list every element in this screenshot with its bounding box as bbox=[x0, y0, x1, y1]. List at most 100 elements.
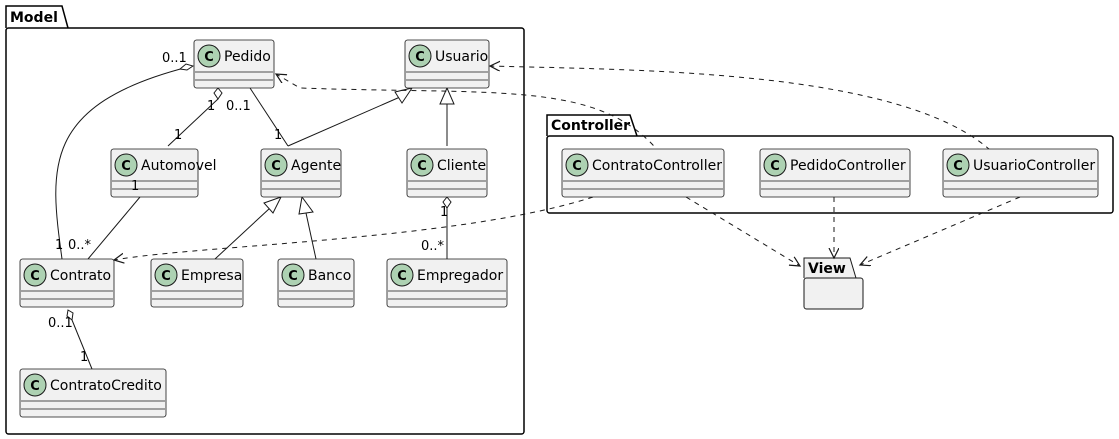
class-stereotype-icon bbox=[281, 263, 305, 287]
class-stereotype-icon bbox=[390, 263, 414, 287]
mult-pedido-agente-agente: 1 bbox=[274, 128, 282, 143]
class-box bbox=[386, 258, 508, 308]
class-name: Pedido bbox=[224, 49, 271, 65]
class-name: Usuario bbox=[435, 49, 488, 65]
class-stereotype-icon bbox=[565, 153, 589, 177]
class-empregador: C Empregador bbox=[386, 258, 508, 308]
mult-automovel-contrato-contrato: 0..* bbox=[68, 238, 92, 253]
package-model: Model bbox=[5, 5, 525, 435]
relationships bbox=[55, 63, 455, 370]
mult-pedido-automovel-pedido: 1 bbox=[207, 99, 215, 114]
mult-pedido-contrato-pedido: 0..1 bbox=[162, 51, 187, 66]
class-stereotype-letter: C bbox=[30, 379, 40, 394]
generalization-triangle bbox=[263, 196, 283, 214]
class-contrato: C Contrato bbox=[19, 258, 115, 308]
class-stereotype-icon bbox=[264, 153, 288, 177]
class-stereotype-icon bbox=[408, 44, 432, 68]
dep-contratocontroller-view bbox=[685, 196, 800, 266]
edge-automovel-contrato bbox=[87, 196, 141, 260]
class-name: Agente bbox=[291, 158, 341, 174]
class-stereotype-letter: C bbox=[30, 269, 40, 284]
edge-empresa-agente bbox=[214, 207, 271, 260]
package-controller-title: Controller bbox=[551, 118, 630, 134]
class-box bbox=[759, 148, 911, 198]
class-stereotype-letter: C bbox=[121, 159, 131, 174]
class-automovel: C Automovel bbox=[110, 148, 217, 198]
edge-pedido-automovel bbox=[167, 98, 219, 147]
class-pedido: C Pedido bbox=[193, 39, 275, 89]
class-usuario: C Usuario bbox=[404, 39, 490, 89]
dep-usuariocontroller-usuario bbox=[490, 66, 991, 151]
dep-contratocontroller-contrato bbox=[114, 196, 594, 260]
class-stereotype-letter: C bbox=[770, 159, 780, 174]
dep-usuariocontroller-view bbox=[860, 196, 1021, 265]
class-name: PedidoController bbox=[790, 158, 906, 174]
mult-pedido-automovel-automovel: 1 bbox=[174, 128, 182, 143]
class-stereotype-letter: C bbox=[397, 269, 407, 284]
class-pedido-controller: C PedidoController bbox=[759, 148, 911, 198]
class-stereotype-icon bbox=[410, 153, 434, 177]
class-name: Cliente bbox=[437, 158, 486, 174]
mult-pedido-contrato-contrato: 1 bbox=[55, 238, 63, 253]
class-name: Automovel bbox=[141, 158, 217, 174]
class-stereotype-letter: C bbox=[288, 269, 298, 284]
class-box bbox=[942, 148, 1099, 198]
mult-automovel-contrato-automovel: 1 bbox=[131, 179, 139, 194]
class-banco: C Banco bbox=[277, 258, 355, 308]
multiplicity-labels: 0..1 1 1 1 0..1 1 1 0..* 1 0..* 0..1 1 bbox=[48, 51, 448, 365]
dep-pedidocontroller-pedido bbox=[276, 74, 661, 154]
class-stereotype-icon bbox=[114, 153, 138, 177]
class-stereotype-icon bbox=[763, 153, 787, 177]
class-stereotype-letter: C bbox=[161, 269, 171, 284]
class-stereotype-letter: C bbox=[572, 159, 582, 174]
aggregation-diamond bbox=[178, 63, 195, 71]
aggregation-diamond bbox=[213, 87, 223, 100]
class-contrato-credito: C ContratoCredito bbox=[19, 368, 167, 418]
class-name: Banco bbox=[308, 268, 351, 284]
class-agente: C Agente bbox=[260, 148, 342, 198]
class-contrato-controller: C ContratoController bbox=[561, 148, 725, 198]
aggregation-diamond bbox=[442, 196, 452, 209]
edge-contrato-credito bbox=[71, 319, 93, 370]
edge-pedido-contrato bbox=[55, 66, 189, 260]
class-stereotype-letter: C bbox=[271, 159, 281, 174]
class-empresa: C Empresa bbox=[150, 258, 244, 308]
class-name: Empresa bbox=[181, 268, 242, 284]
package-view-title: View bbox=[808, 261, 846, 277]
class-stereotype-icon bbox=[197, 44, 221, 68]
edge-pedido-agente bbox=[249, 87, 289, 147]
mult-cliente-empregador-empregador: 0..* bbox=[421, 239, 445, 254]
class-name: UsuarioController bbox=[973, 158, 1095, 174]
class-stereotype-letter: C bbox=[417, 159, 427, 174]
class-stereotype-icon bbox=[23, 373, 47, 397]
generalization-triangle bbox=[298, 195, 314, 215]
mult-cliente-empregador-cliente: 1 bbox=[440, 205, 448, 220]
mult-contrato-credito-credito: 1 bbox=[80, 350, 88, 365]
class-usuario-controller: C UsuarioController bbox=[942, 148, 1099, 198]
class-stereotype-icon bbox=[946, 153, 970, 177]
mult-pedido-agente-pedido: 0..1 bbox=[226, 99, 251, 114]
edge-banco-agente bbox=[305, 212, 317, 260]
class-stereotype-letter: C bbox=[415, 50, 425, 65]
class-stereotype-icon bbox=[154, 263, 178, 287]
class-box bbox=[561, 148, 725, 198]
class-box bbox=[19, 368, 167, 418]
edge-agente-usuario bbox=[287, 96, 401, 147]
class-name: ContratoCredito bbox=[50, 378, 162, 394]
class-stereotype-letter: C bbox=[204, 50, 214, 65]
generalization-triangle bbox=[439, 86, 455, 105]
class-cliente: C Cliente bbox=[406, 148, 488, 198]
package-model-title: Model bbox=[10, 10, 58, 26]
package-controller: Controller bbox=[546, 114, 1114, 214]
class-name: ContratoController bbox=[592, 158, 722, 174]
class-name: Empregador bbox=[417, 268, 503, 284]
class-stereotype-icon bbox=[23, 263, 47, 287]
class-name: Contrato bbox=[50, 268, 111, 284]
mult-contrato-credito-contrato: 0..1 bbox=[48, 316, 73, 331]
class-stereotype-letter: C bbox=[953, 159, 963, 174]
package-view: View bbox=[803, 257, 864, 310]
aggregation-diamond bbox=[66, 309, 74, 321]
dependencies bbox=[114, 66, 1021, 266]
